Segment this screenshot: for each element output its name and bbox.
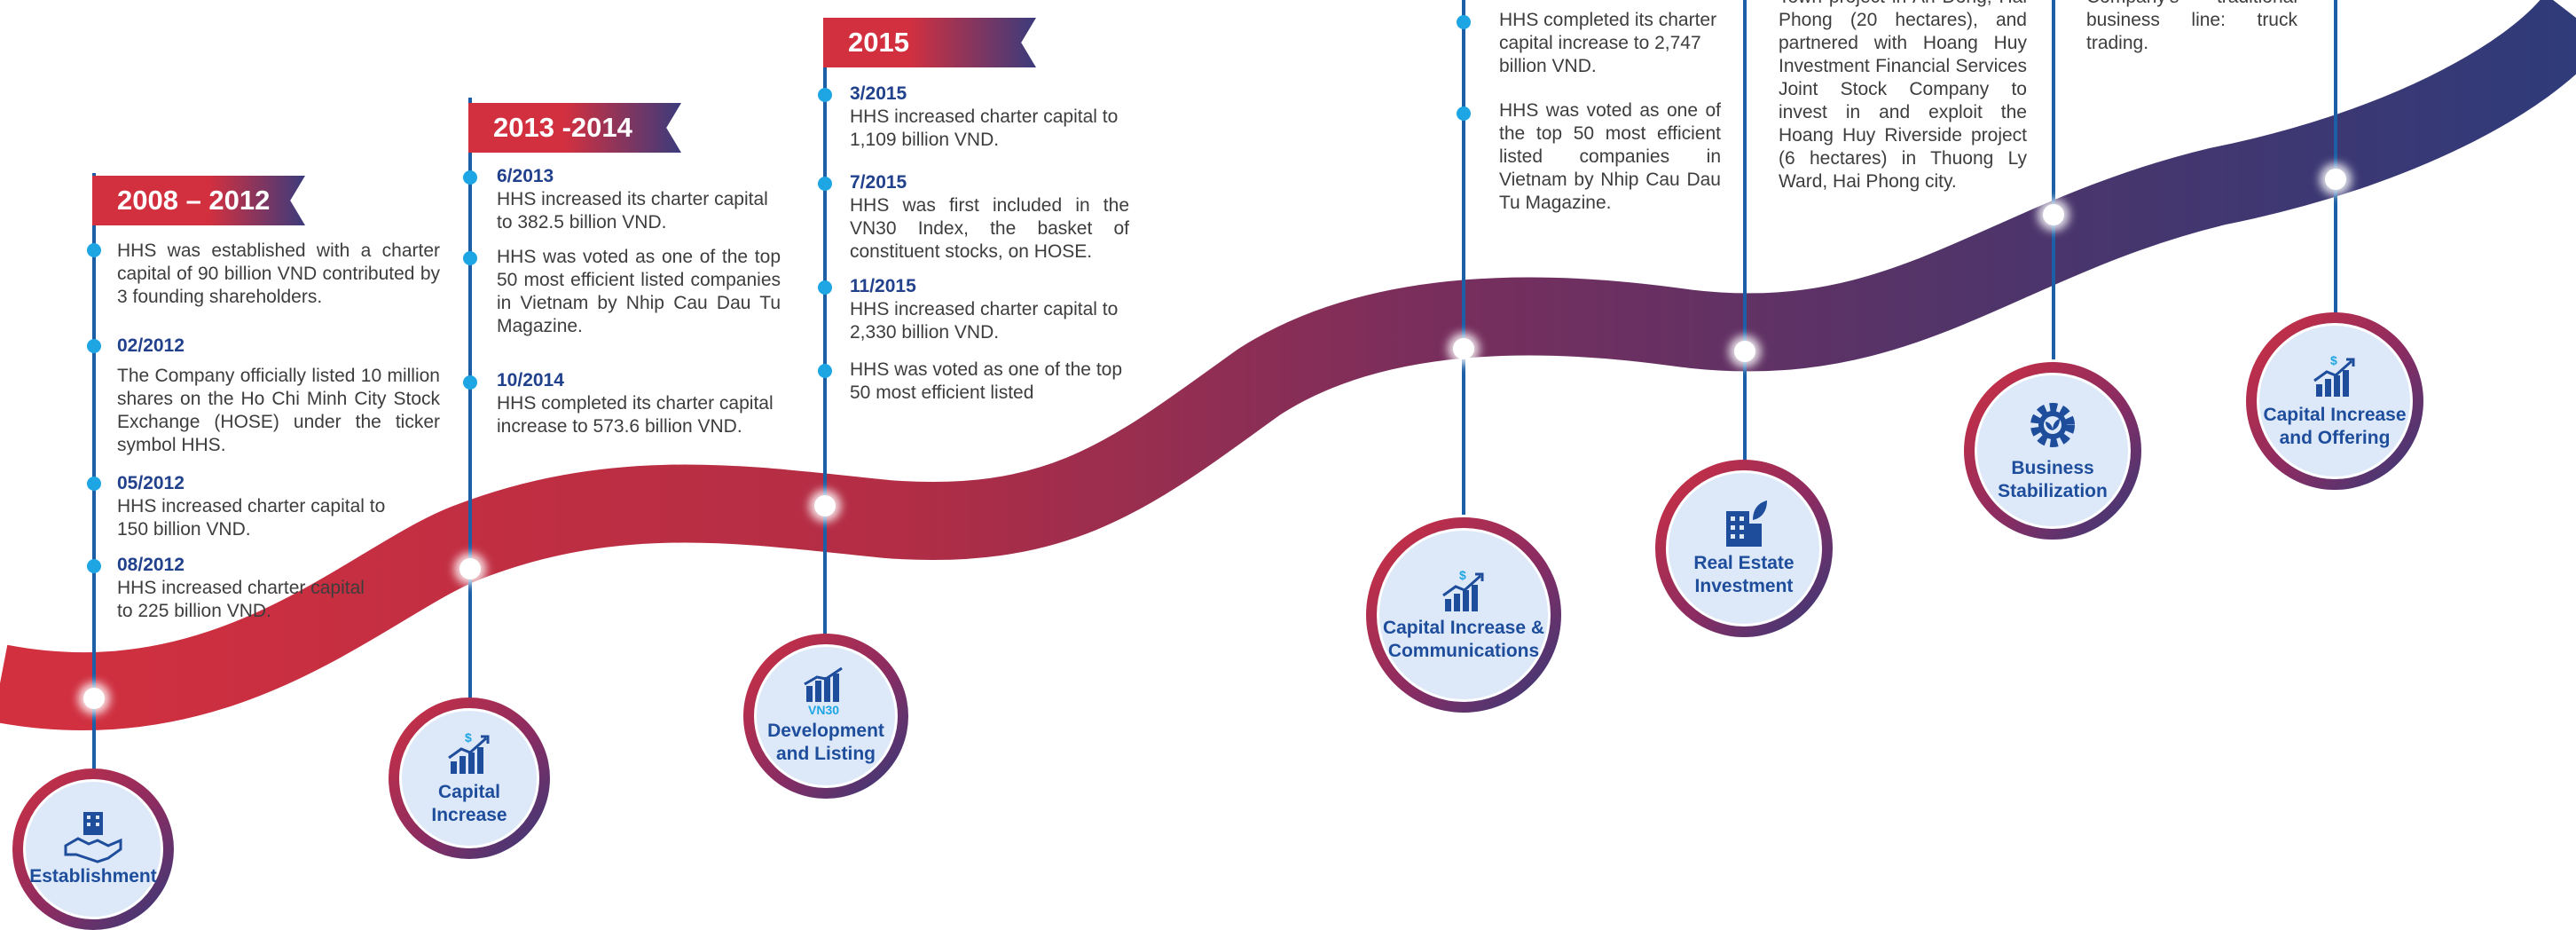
- handshake-building-icon: [64, 812, 122, 863]
- event-dot: [818, 364, 832, 378]
- event-date: 10/2014: [497, 370, 564, 390]
- milestone-capital-increase-communications: $ Capital Increase & Communications: [1366, 517, 1561, 713]
- timeline-connector: [2334, 0, 2337, 315]
- event: 05/2012 HHS increased charter capital to…: [117, 472, 410, 541]
- milestone-label: Capital Increase & Communications: [1382, 618, 1545, 661]
- ribbon-point: [83, 688, 105, 709]
- event-text: Town project in An Dong, Hai Phong (20 h…: [1779, 0, 2027, 192]
- event-text: HHS was voted as one of the top 50 most …: [850, 359, 1123, 403]
- event: 02/2012 The Company officially listed 10…: [117, 335, 440, 457]
- milestone-establishment: Establishment: [12, 768, 174, 930]
- milestone-label: Establishment: [29, 866, 157, 887]
- milestone-capital-increase-offering: $ Capital Increase and Offering: [2246, 312, 2423, 490]
- event: Town project in An Dong, Hai Phong (20 h…: [1779, 0, 2027, 193]
- event-dot: [87, 243, 101, 257]
- milestone-label: Real Estate Investment: [1693, 553, 1795, 596]
- event-dot: [818, 177, 832, 191]
- event-text: HHS increased charter capital to 150 bil…: [117, 496, 386, 540]
- ribbon-point: [2043, 204, 2064, 225]
- ribbon-point: [1453, 338, 1474, 359]
- milestone-label: Development and Listing: [767, 721, 884, 764]
- event-text: HHS was established with a charter capit…: [117, 240, 440, 307]
- timeline-connector: [1743, 0, 1747, 461]
- milestone-business-stabilization: Business Stabilization: [1964, 362, 2141, 540]
- milestone-development-listing: VN30 Development and Listing: [743, 634, 908, 799]
- event-dot: [463, 170, 477, 185]
- event-date: 7/2015: [850, 172, 907, 193]
- timeline-connector: [2052, 0, 2055, 359]
- event: 6/2013 HHS increased its charter capital…: [497, 165, 785, 234]
- event: 11/2015 HHS increased charter capital to…: [850, 275, 1134, 344]
- event-date: 05/2012: [117, 473, 185, 493]
- ribbon-point: [814, 495, 836, 516]
- event-dot: [87, 559, 101, 573]
- ribbon-point: [459, 558, 481, 579]
- milestone-capital-increase: $ Capital Increase: [389, 698, 550, 859]
- event: HHS was voted as one of the top 50 most …: [497, 246, 781, 338]
- event-date: 08/2012: [117, 555, 185, 575]
- event-text: HHS increased charter capital to 1,109 b…: [850, 106, 1119, 150]
- event: 3/2015 HHS increased charter capital to …: [850, 83, 1134, 152]
- event-dot: [87, 477, 101, 491]
- growth-chart-dollar-icon: $: [448, 730, 490, 774]
- event: HHS was established with a charter capit…: [117, 240, 440, 309]
- growth-chart-dollar-icon: $: [2313, 353, 2355, 397]
- event-date: 3/2015: [850, 83, 907, 104]
- growth-chart-dollar-icon: $: [1442, 568, 1484, 611]
- milestone-label: Capital Increase and Offering: [2263, 405, 2407, 448]
- period-title-flag: 2015: [823, 18, 1036, 67]
- event-text: The Company officially listed 10 million…: [117, 366, 440, 455]
- svg-text:$: $: [465, 730, 472, 745]
- ribbon-point: [1734, 341, 1755, 362]
- event-text: HHS increased its charter capital to 382…: [497, 189, 768, 232]
- event: HHS was voted as one of the top 50 most …: [850, 359, 1134, 405]
- period-title-flag: 2008 – 2012: [92, 176, 305, 225]
- gear-leaf-icon: [2030, 403, 2075, 447]
- svg-text:$: $: [1459, 568, 1466, 582]
- event: 08/2012 HHS increased charter capital to…: [117, 554, 383, 623]
- event-text: HHS completed its charter capital increa…: [1499, 10, 1717, 76]
- building-leaf-icon: [1726, 500, 1767, 547]
- event-date: 6/2013: [497, 166, 554, 186]
- event-text: HHS was voted as one of the top 50 most …: [1499, 100, 1721, 213]
- event-text: HHS was first included in the VN30 Index…: [850, 195, 1129, 262]
- milestone-real-estate-investment: Real Estate Investment: [1655, 460, 1833, 637]
- event: HHS completed its charter capital increa…: [1499, 9, 1730, 78]
- event: 10/2014 HHS completed its charter capita…: [497, 369, 785, 438]
- event-text: HHS completed its charter capital increa…: [497, 393, 774, 437]
- timeline-connector: [468, 98, 472, 710]
- event: HHS was voted as one of the top 50 most …: [1499, 99, 1721, 215]
- event: Company's traditional business line: tru…: [2086, 0, 2297, 55]
- period-title-flag: 2013 -2014: [468, 103, 681, 153]
- event-text: HHS increased charter capital to 2,330 b…: [850, 299, 1119, 343]
- event-text: HHS increased charter capital to 225 bil…: [117, 578, 365, 621]
- event: 7/2015 HHS was first included in the VN3…: [850, 171, 1129, 264]
- timeline-connector: [823, 18, 827, 639]
- event-dot: [463, 375, 477, 390]
- timeline-connector: [1462, 0, 1465, 515]
- event-dot: [818, 88, 832, 102]
- milestone-label: Capital Increase: [431, 782, 507, 825]
- event-dot: [1457, 106, 1471, 121]
- milestone-label: Business Stabilization: [1998, 458, 2108, 501]
- event-dot: [463, 251, 477, 265]
- event-dot: [1457, 15, 1471, 29]
- event-date: 11/2015: [850, 276, 916, 296]
- event-dot: [87, 339, 101, 353]
- event-text: HHS was voted as one of the top 50 most …: [497, 247, 781, 336]
- svg-text:$: $: [2330, 353, 2337, 367]
- ribbon-point: [2325, 169, 2346, 190]
- vn30-chart-icon: VN30: [804, 666, 843, 716]
- timeline-connector: [92, 173, 96, 776]
- event-dot: [818, 280, 832, 295]
- svg-text:VN30: VN30: [808, 703, 839, 716]
- event-text: Company's traditional business line: tru…: [2086, 0, 2297, 53]
- event-date: 02/2012: [117, 335, 185, 356]
